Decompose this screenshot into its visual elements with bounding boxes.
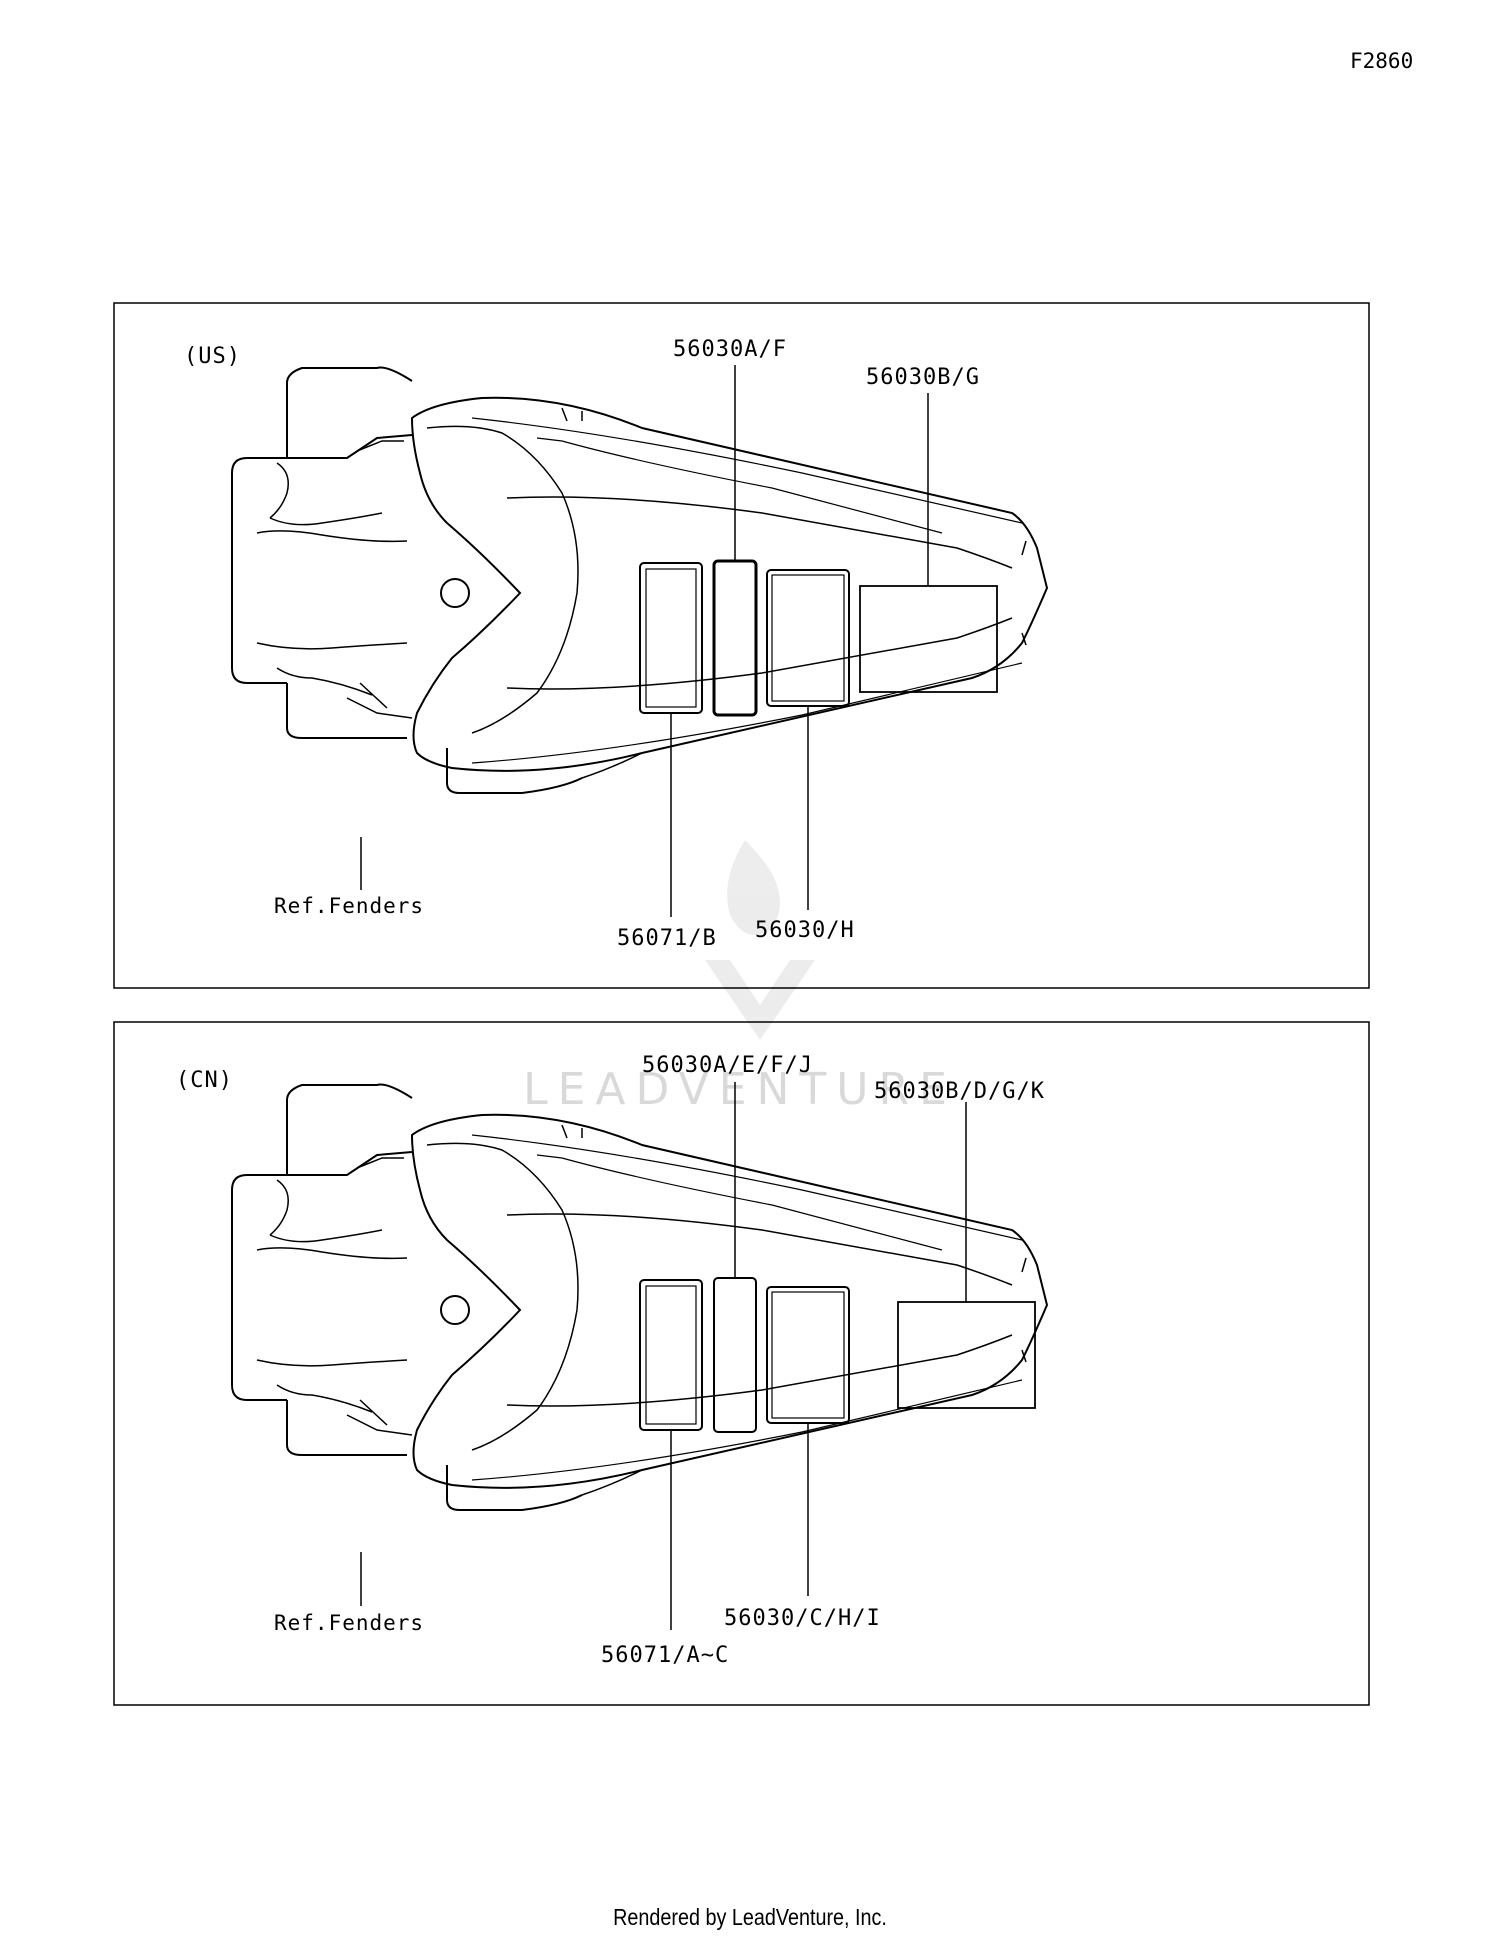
ref-fenders-label: Ref.Fenders: [274, 894, 424, 918]
decal-56030a: [712, 559, 758, 717]
ref-fenders-label: Ref.Fenders: [274, 1611, 424, 1635]
panel-frame: [113, 302, 1370, 989]
callout-lower-left: 56071/A~C: [601, 1643, 729, 1668]
callout-lower-left: 56071/B: [617, 926, 717, 951]
callout-upper-right: 56030B/G: [866, 365, 980, 390]
figure-id: F2860: [1350, 49, 1413, 73]
region-label: (CN): [176, 1068, 233, 1093]
decal-56030: [766, 569, 850, 707]
decal-56030: [766, 1286, 850, 1424]
callout-lower-right: 56030/C/H/I: [724, 1606, 881, 1631]
callout-upper-left: 56030A/E/F/J: [642, 1053, 813, 1078]
footer-credit: Rendered by LeadVenture, Inc.: [613, 1904, 887, 1930]
decal-56030a: [713, 1277, 757, 1433]
decal-56030b: [897, 1301, 1036, 1409]
callout-upper-right: 56030B/D/G/K: [874, 1079, 1045, 1104]
callout-upper-left: 56030A/F: [673, 337, 787, 362]
panel-us: (US) 56030A/F 56030B/G 56071/B 56030/H R…: [113, 302, 1370, 989]
watermark-logo: [705, 840, 815, 1040]
region-label: (US): [184, 344, 241, 369]
callout-lower-right: 56030/H: [755, 918, 855, 943]
decal-56071: [639, 562, 703, 714]
panel-cn: (CN) 56030A/E/F/J 56030B/D/G/K 56071/A~C…: [113, 1021, 1370, 1706]
decal-56071: [639, 1279, 703, 1431]
panel-frame: [113, 1021, 1370, 1706]
